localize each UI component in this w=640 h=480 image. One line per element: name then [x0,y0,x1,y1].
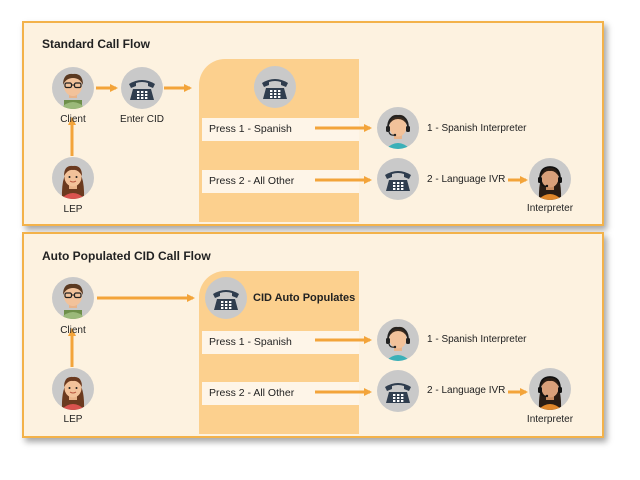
enter-cid-label: Enter CID [120,114,164,125]
option-press-2: Press 2 - All Other [202,382,359,405]
phone-icon [377,370,419,412]
phone-icon [254,66,296,108]
language-ivr-label: 2 - Language IVR [427,385,506,396]
option-press-1: Press 1 - Spanish [202,118,359,141]
spanish-interpreter-label: 1 - Spanish Interpreter [427,123,527,134]
agent-headset-icon [377,107,419,149]
panel-title: Standard Call Flow [42,37,151,51]
phone-icon [205,277,247,319]
client-avatar-icon [52,67,94,109]
interpreter-label: Interpreter [526,414,574,425]
option-press-1: Press 1 - Spanish [202,331,359,354]
lep-label: LEP [63,414,83,425]
client-label: Client [60,114,86,125]
agent-headset-icon [377,319,419,361]
spanish-interpreter-label: 1 - Spanish Interpreter [427,334,527,345]
interpreter-headset-icon [529,158,571,200]
language-ivr-label: 2 - Language IVR [427,174,506,185]
panel-title: Auto Populated CID Call Flow [42,249,211,263]
phone-icon [377,158,419,200]
lep-avatar-icon [52,368,94,410]
interpreter-label: Interpreter [526,203,574,214]
client-avatar-icon [52,277,94,319]
cid-auto-populates-label: CID Auto Populates [253,292,356,304]
lep-label: LEP [63,204,83,215]
phone-icon [121,67,163,109]
client-label: Client [60,325,86,336]
lep-avatar-icon [52,157,94,199]
standard-call-flow-panel: Standard Call Flow Press 1 - Spanish Pre… [22,21,604,226]
interpreter-headset-icon [529,368,571,410]
option-press-2: Press 2 - All Other [202,170,359,193]
